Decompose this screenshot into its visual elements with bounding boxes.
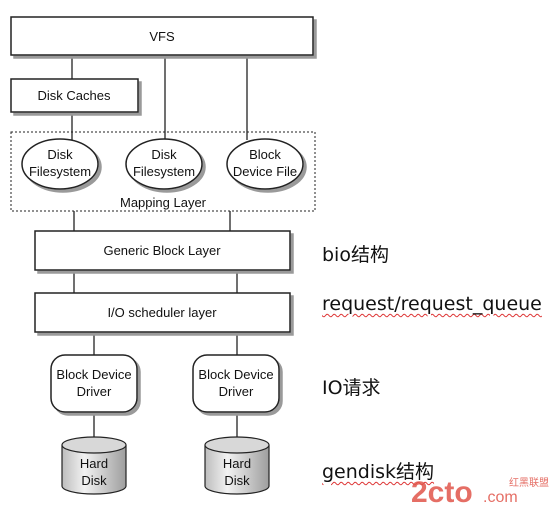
annotation-io-request: IO请求 xyxy=(322,377,381,399)
io-scheduler-layer-label: I/O scheduler layer xyxy=(107,305,217,320)
hard-disk-2-line2: Disk xyxy=(224,473,250,488)
vfs-rect xyxy=(10,16,314,56)
disk-filesystem-2-ellipse xyxy=(125,138,203,190)
hard-disk-2-line1: Hard xyxy=(223,456,251,471)
block-device-driver-1-line1: Block Device xyxy=(56,367,131,382)
hard-disk-1-top xyxy=(61,436,127,454)
mapping-layer-label: Mapping Layer xyxy=(120,195,207,210)
disk-filesystem-1: Disk Filesystem xyxy=(21,138,99,190)
io-scheduler-layer-rect xyxy=(34,292,291,333)
block-device-file-line1: Block xyxy=(249,147,281,162)
connector-lines xyxy=(71,55,248,438)
block-device-driver-1-line2: Driver xyxy=(77,384,112,399)
disk-filesystem-1-ellipse xyxy=(21,138,99,190)
block-device-driver-2-line2: Driver xyxy=(219,384,254,399)
disk-caches-box: Disk Caches xyxy=(10,78,139,113)
hard-disk-1: Hard Disk xyxy=(61,436,127,495)
block-device-driver-2: Block Device Driver xyxy=(192,354,280,413)
generic-block-layer-label: Generic Block Layer xyxy=(103,243,221,258)
hard-disk-1-line1: Hard xyxy=(80,456,108,471)
vfs-box: VFS xyxy=(10,16,314,56)
generic-block-layer-rect xyxy=(34,230,291,271)
watermark-logo-text: 2cto xyxy=(411,476,473,509)
io-scheduler-layer-box: I/O scheduler layer xyxy=(34,292,291,333)
annotation-gendisk: gendisk结构 xyxy=(322,457,434,484)
annotation-gendisk-text: gendisk结构 xyxy=(322,461,435,483)
block-device-file-ellipse xyxy=(226,138,304,190)
block-device-driver-2-rect xyxy=(192,354,280,413)
disk-filesystem-1-line1: Disk xyxy=(47,147,73,162)
disk-filesystem-2-line2: Filesystem xyxy=(133,164,195,179)
disk-filesystem-2-line1: Disk xyxy=(151,147,177,162)
mapping-layer-region xyxy=(10,131,316,212)
annotation-request-queue: request/request_queue xyxy=(322,293,542,315)
watermark-2cto: 2cto .com 红黑联盟 xyxy=(411,472,551,512)
disk-filesystem-2: Disk Filesystem xyxy=(125,138,203,190)
watermark-logo: 2cto .com 红黑联盟 xyxy=(411,476,549,509)
block-device-driver-1: Block Device Driver xyxy=(50,354,138,413)
watermark-suffix: .com xyxy=(483,489,518,506)
watermark-tagline: 红黑联盟 xyxy=(509,476,549,489)
block-device-driver-1-rect xyxy=(50,354,138,413)
hard-disk-1-body xyxy=(61,445,127,495)
hard-disk-2-top xyxy=(204,436,270,454)
generic-block-layer-box: Generic Block Layer xyxy=(34,230,291,271)
block-device-driver-2-line1: Block Device xyxy=(198,367,273,382)
hard-disk-2-body xyxy=(204,445,270,495)
disk-caches-label: Disk Caches xyxy=(38,88,111,103)
block-device-file-line2: Device File xyxy=(233,164,297,179)
annotation-bio: bio结构 xyxy=(322,244,389,266)
block-device-file: Block Device File xyxy=(226,138,304,190)
disk-caches-rect xyxy=(10,78,139,113)
disk-filesystem-1-line2: Filesystem xyxy=(29,164,91,179)
vfs-label: VFS xyxy=(149,29,175,44)
hard-disk-1-line2: Disk xyxy=(81,473,107,488)
hard-disk-2: Hard Disk xyxy=(204,436,270,495)
